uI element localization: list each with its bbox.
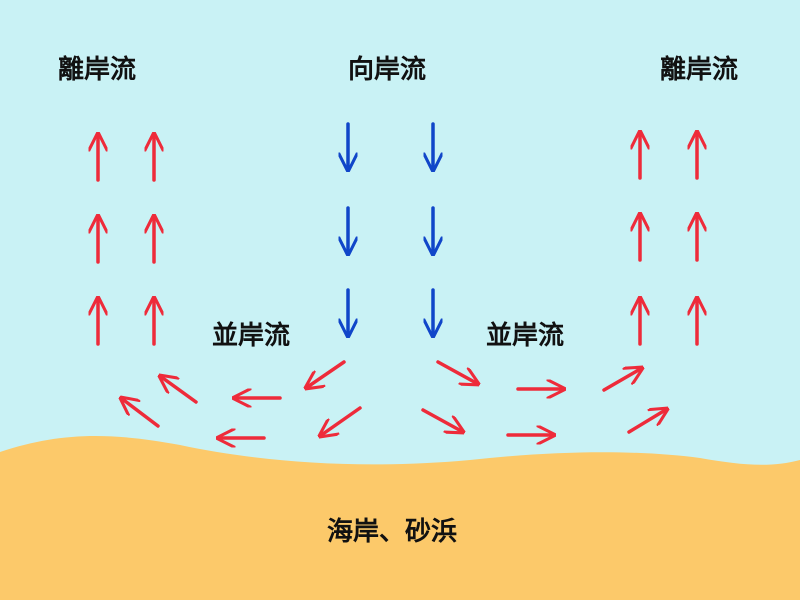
alongshore-arrow: [421, 408, 463, 432]
onshore-arrows: [348, 122, 433, 336]
offshore-arrows-right: [640, 132, 697, 346]
label-alongshore-current-right: 並岸流: [486, 321, 565, 351]
label-beach: 海岸、砂浜: [327, 517, 458, 547]
label-offshore-current-left: 離岸流: [58, 55, 137, 85]
alongshore-arrow: [627, 409, 667, 434]
label-offshore-current-right: 離岸流: [660, 55, 739, 85]
alongshore-arrow: [121, 398, 160, 428]
alongshore-arrow: [436, 360, 478, 384]
offshore-arrows-left: [98, 134, 154, 346]
alongshore-arrow: [306, 360, 346, 388]
alongshore-arrows-right: [421, 360, 667, 435]
alongshore-arrows-left: [121, 360, 362, 438]
alongshore-arrow: [160, 376, 198, 404]
sand-beach: [0, 435, 800, 600]
alongshore-arrow: [602, 368, 642, 392]
alongshore-arrow: [320, 406, 362, 436]
label-onshore-current: 向岸流: [348, 55, 427, 85]
label-alongshore-current-left: 並岸流: [212, 321, 291, 351]
